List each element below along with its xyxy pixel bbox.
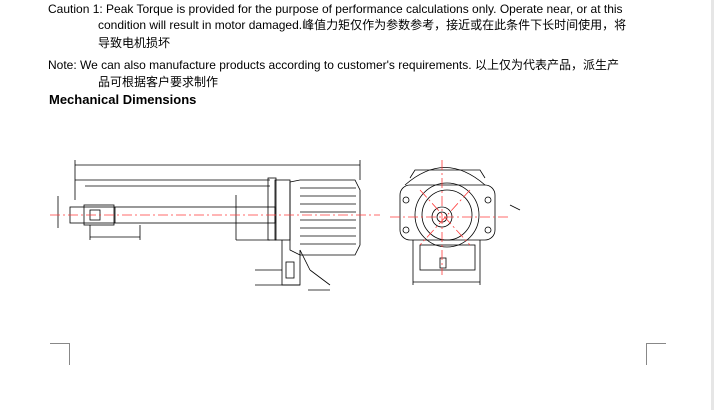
caution-line-3: 导致电机损坏 (98, 36, 171, 50)
page-corner-mark-right (646, 343, 666, 364)
page-corner-mark-left (50, 343, 70, 364)
page-corner-mark-left-vertical (69, 343, 70, 365)
note-line-1: Note: We can also manufacture products a… (48, 58, 619, 72)
section-title: Mechanical Dimensions (49, 92, 197, 107)
page-corner-mark-right-vertical (646, 343, 647, 365)
caution-line-1: Caution 1: Peak Torque is provided for t… (48, 2, 623, 16)
note-line-2: 品可根据客户要求制作 (98, 75, 219, 89)
scrollbar-track[interactable] (711, 0, 714, 410)
caution-line-2: condition will result in motor damaged.峰… (98, 18, 627, 32)
